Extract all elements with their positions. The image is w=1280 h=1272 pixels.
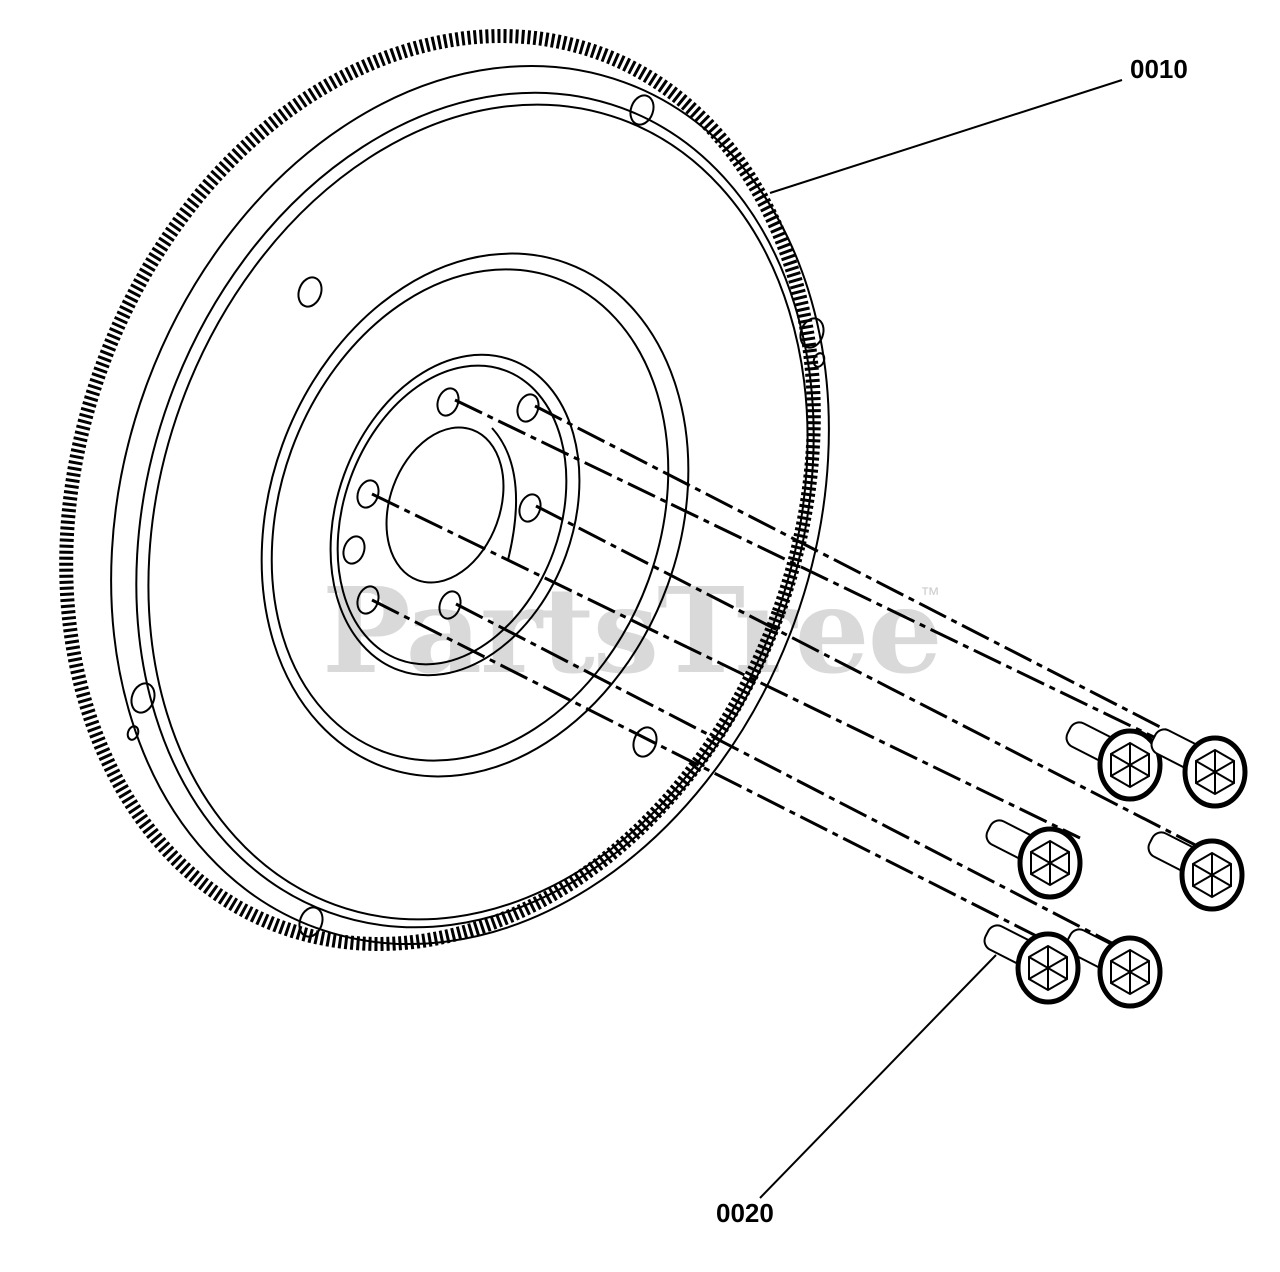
- bolt: [1065, 928, 1163, 1009]
- flywheel-rim-inner: [135, 91, 815, 929]
- rim-hole: [126, 725, 140, 741]
- leader-0020: [759, 954, 997, 1199]
- watermark-logo: PartsTree: [322, 561, 943, 700]
- bolt: [983, 924, 1081, 1005]
- callout-label-0020: 0020: [716, 1198, 774, 1228]
- bolt: [1065, 721, 1163, 802]
- crank-hole: [516, 393, 540, 423]
- rim-hole: [629, 94, 655, 126]
- flywheel-rim-inner-2: [147, 103, 809, 921]
- watermark-trademark: ™: [920, 584, 940, 606]
- center-bore: [385, 426, 505, 584]
- hub-ring-mid: [329, 353, 581, 677]
- crank-hole: [356, 585, 380, 615]
- bolt: [985, 819, 1083, 900]
- crank-hole: [518, 493, 542, 523]
- flywheel-outer-edge: [110, 64, 830, 946]
- hub-ring-outer-2: [270, 268, 670, 762]
- crank-hole: [356, 479, 380, 509]
- callout-label-0010: 0010: [1130, 54, 1188, 84]
- rim-hole: [799, 317, 825, 349]
- bolt: [1150, 728, 1248, 809]
- bolts: [983, 721, 1248, 1009]
- bolt: [1147, 831, 1245, 912]
- rim-hole: [632, 726, 658, 758]
- leader-0010: [769, 79, 1123, 194]
- hub-ring-mid-2: [336, 364, 568, 666]
- crank-hole: [342, 535, 366, 565]
- rim-hole: [812, 352, 826, 368]
- hub-ring-outer: [260, 252, 690, 778]
- rim-hole: [130, 682, 156, 714]
- crank-hole: [436, 387, 460, 417]
- flywheel: [59, 29, 830, 951]
- crank-hole: [438, 590, 462, 620]
- center-bore-depth: [491, 427, 517, 561]
- rim-hole: [298, 906, 324, 938]
- assembly-centerlines: [371, 398, 1241, 970]
- rim-hole: [297, 276, 323, 308]
- leader-lines: [759, 79, 1123, 1199]
